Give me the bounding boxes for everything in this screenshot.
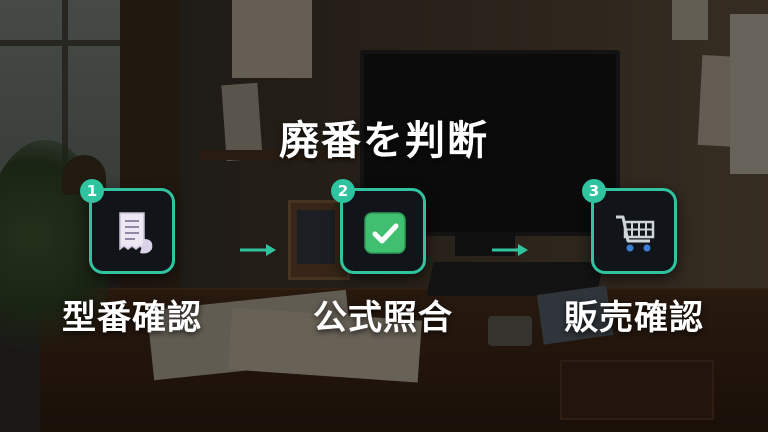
step-3-label: 販売確認 xyxy=(564,298,704,338)
step-1-label: 型番確認 xyxy=(62,298,202,338)
arrow-right-icon xyxy=(240,244,276,256)
step-1-badge: 1 xyxy=(80,179,104,203)
receipt-icon xyxy=(119,212,153,254)
shopping-cart-icon xyxy=(616,215,655,252)
step-3-tile: 3 xyxy=(582,179,677,274)
step-3-badge: 3 xyxy=(582,179,606,203)
step-1-tile: 1 xyxy=(80,179,175,274)
arrow-right-icon xyxy=(492,244,528,256)
checkmark-icon xyxy=(364,212,406,254)
page-title: 廃番を判断 xyxy=(279,118,489,164)
step-2-label: 公式照合 xyxy=(313,298,453,338)
step-2-tile: 2 xyxy=(331,179,426,274)
step-2-badge: 2 xyxy=(331,179,355,203)
